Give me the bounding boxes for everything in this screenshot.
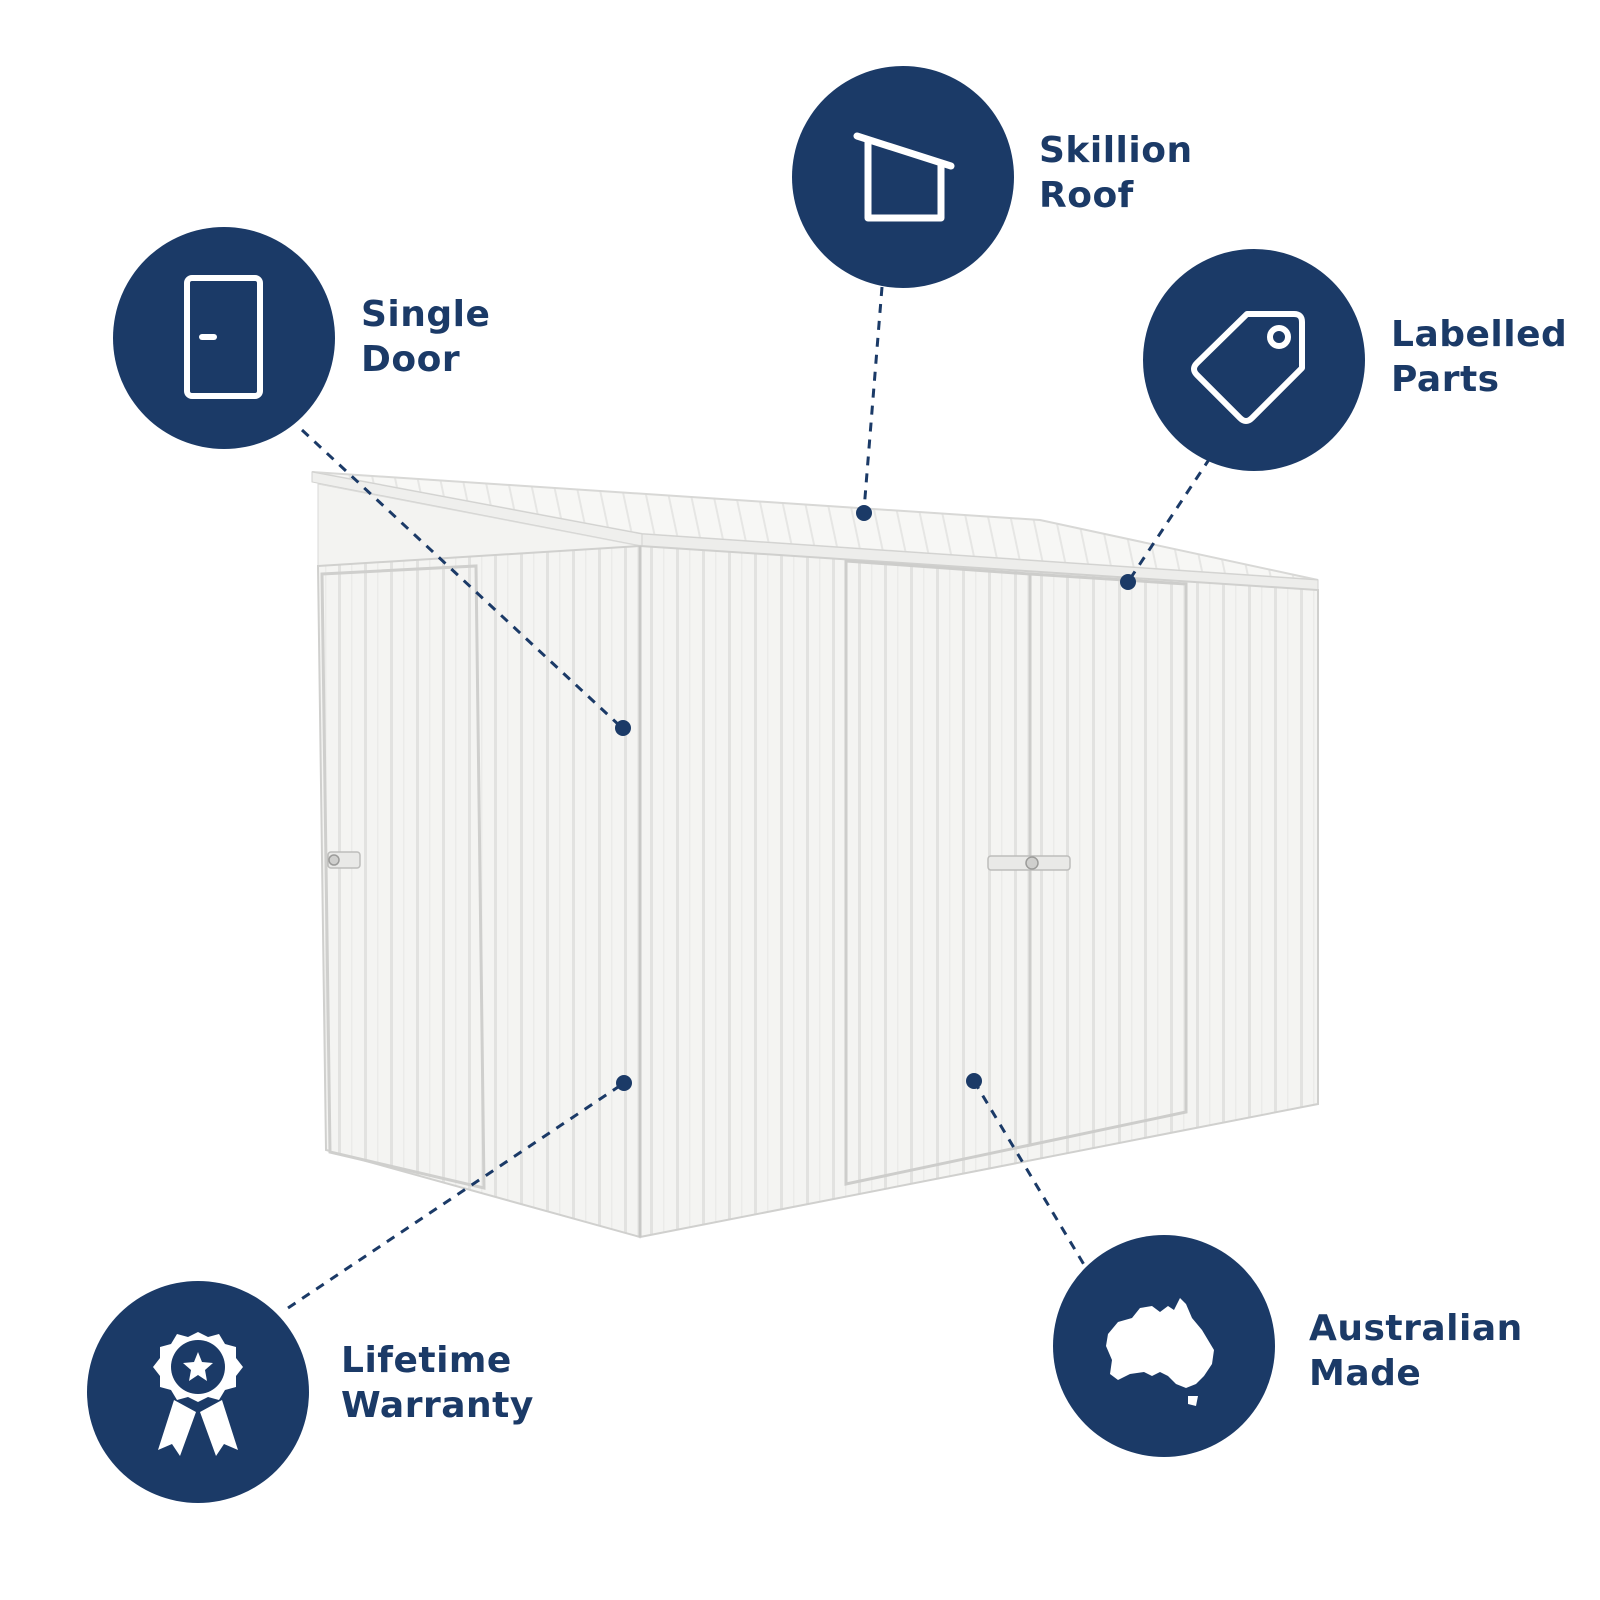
feature-label-line2: Roof — [1039, 175, 1134, 216]
shed-side-door — [320, 564, 486, 1190]
callout-line-skillion-roof — [862, 286, 884, 511]
shed-side-door-lock — [328, 854, 340, 866]
badge-lifetime-warranty — [87, 1281, 309, 1503]
badge-australian-made — [1053, 1235, 1275, 1457]
garden-shed-image — [311, 471, 1319, 1239]
australia-map-icon — [1106, 1298, 1214, 1406]
callout-line-labelled-parts — [1126, 457, 1212, 583]
feature-label-line1: Lifetime — [341, 1340, 512, 1381]
callout-lines — [287, 286, 1212, 1310]
callout-line-single-door — [300, 428, 622, 728]
shed-front-door-left — [844, 559, 1032, 1186]
feature-label-line1: Single — [361, 294, 491, 335]
badge-single-door — [113, 227, 335, 449]
feature-label-australian-made: Australian Made — [1309, 1306, 1523, 1396]
award-ribbon-icon — [153, 1332, 243, 1456]
feature-label-line2: Warranty — [341, 1385, 534, 1426]
callout-dot-labelled-parts — [1120, 574, 1136, 590]
feature-label-line1: Labelled — [1391, 314, 1568, 355]
feature-label-skillion-roof: Skillion Roof — [1039, 128, 1193, 218]
callout-dots — [615, 505, 1136, 1091]
feature-label-line1: Australian — [1309, 1308, 1523, 1349]
feature-label-line2: Made — [1309, 1353, 1422, 1394]
skillion-roof-icon — [853, 132, 955, 222]
callout-line-australian-made — [972, 1080, 1088, 1269]
callout-dot-lifetime-warranty — [616, 1075, 632, 1091]
feature-label-lifetime-warranty: Lifetime Warranty — [341, 1338, 534, 1428]
door-icon — [184, 275, 263, 399]
callout-dot-single-door — [615, 720, 631, 736]
badge-skillion-roof — [792, 66, 1014, 288]
callout-dot-australian-made — [966, 1073, 982, 1089]
feature-label-line1: Skillion — [1039, 130, 1193, 171]
feature-label-line2: Parts — [1391, 359, 1500, 400]
feature-label-single-door: Single Door — [361, 292, 490, 382]
feature-label-line2: Door — [361, 339, 461, 380]
callout-dot-skillion-roof — [856, 505, 872, 521]
price-tag-icon — [1191, 311, 1305, 424]
shed-front-door-lock — [1025, 856, 1039, 870]
feature-label-labelled-parts: Labelled Parts — [1391, 312, 1567, 402]
badge-labelled-parts — [1143, 249, 1365, 471]
